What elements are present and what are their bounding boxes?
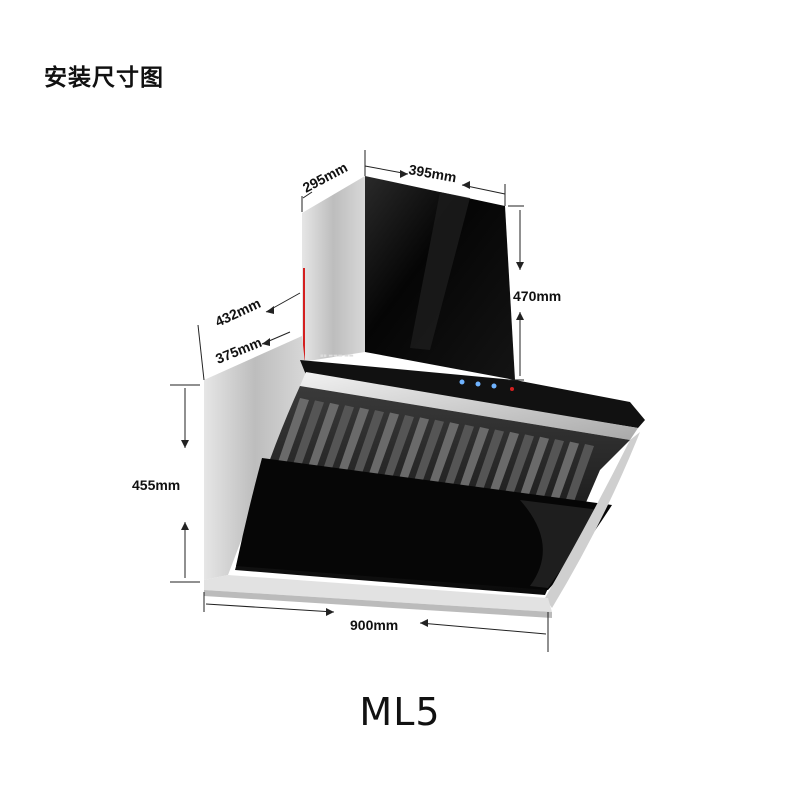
dimension-arrows bbox=[181, 170, 524, 627]
label-900mm: 900mm bbox=[350, 617, 398, 633]
grille-slat bbox=[353, 410, 384, 477]
bottom-steel-rim bbox=[204, 575, 552, 612]
label-432mm: 432mm bbox=[213, 295, 264, 330]
page-title: 安装尺寸图 bbox=[44, 65, 164, 91]
grille-slat bbox=[443, 424, 474, 491]
brand-logo-text: ▪▪ ▬▬▬ ▬▬ bbox=[320, 353, 354, 359]
model-label: ML5 bbox=[359, 690, 441, 734]
chimney-side-panel bbox=[302, 176, 365, 362]
filter-grille bbox=[278, 398, 594, 510]
grille-slat bbox=[293, 400, 324, 467]
label-455mm: 455mm bbox=[132, 477, 180, 493]
body-side-panel bbox=[204, 336, 306, 580]
grille-slat bbox=[518, 436, 549, 503]
grille-slat bbox=[278, 398, 309, 464]
right-steel-edge bbox=[545, 432, 640, 608]
glass-reflection bbox=[410, 192, 470, 350]
label-395mm: 395mm bbox=[407, 161, 457, 185]
grille-slat bbox=[383, 414, 414, 481]
grille-slat bbox=[503, 434, 534, 501]
power-indicator bbox=[510, 387, 514, 391]
control-button bbox=[491, 383, 497, 389]
control-strip bbox=[300, 360, 645, 428]
grille-slat bbox=[368, 412, 399, 479]
grille-slat bbox=[548, 441, 579, 508]
grille-slat bbox=[428, 422, 459, 489]
bottom-rim-shadow bbox=[204, 590, 552, 618]
lower-glass-panel bbox=[236, 458, 612, 590]
grille-slat bbox=[338, 407, 369, 474]
grille-slat bbox=[563, 444, 594, 510]
control-button bbox=[475, 381, 481, 387]
control-button bbox=[459, 379, 465, 385]
label-470mm: 470mm bbox=[513, 288, 561, 304]
grille-slat bbox=[398, 417, 429, 484]
steel-top-band bbox=[300, 372, 638, 440]
grille-slat bbox=[308, 402, 339, 469]
grille-slat bbox=[458, 427, 489, 494]
grille-slat bbox=[323, 405, 354, 472]
grille-slat bbox=[413, 419, 444, 486]
grille-slat bbox=[488, 431, 519, 498]
grille-slat bbox=[533, 439, 564, 506]
grille-slat bbox=[473, 429, 504, 496]
glass-highlight bbox=[520, 500, 600, 588]
